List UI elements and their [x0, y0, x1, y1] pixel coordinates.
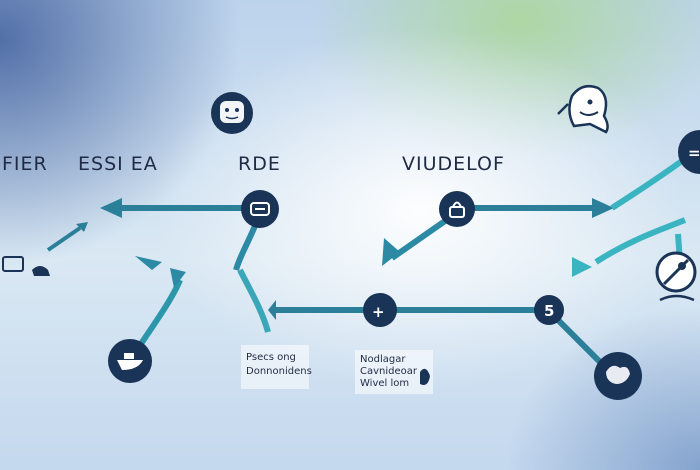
map-node[interactable]	[594, 352, 642, 400]
tool-node[interactable]	[655, 251, 697, 302]
arrow-top-right	[462, 198, 614, 218]
caption-left-line1: Psecs ong	[246, 352, 296, 363]
label-essi-ea: ESSI EA	[78, 153, 158, 175]
plus-label: +	[372, 303, 385, 321]
label-viudelof: VIUDELOF	[402, 153, 505, 175]
branch-middle	[382, 211, 457, 266]
plus-node[interactable]: +	[363, 293, 397, 327]
equals-node[interactable]: =	[678, 130, 700, 174]
caption-right-line3: Wivel lom	[360, 378, 409, 389]
caption-right-line1: Nodlagar	[360, 354, 406, 365]
equals-label: =	[688, 144, 700, 162]
label-rde: RDE	[238, 153, 281, 175]
arrow-top-left	[100, 198, 256, 218]
small-device-icon	[2, 256, 50, 276]
face-node[interactable]	[211, 92, 253, 134]
lock-node[interactable]	[439, 191, 475, 227]
number-node[interactable]: 5	[534, 295, 564, 325]
caption-right: Nodlagar Cavnideoar Wivel lom	[355, 350, 433, 394]
main-line	[135, 256, 592, 277]
lower-line	[268, 300, 545, 320]
number-label: 5	[544, 302, 554, 320]
small-connector-left	[46, 222, 88, 252]
caption-left: Psecs ong Donnonidens	[241, 345, 312, 389]
gear-node[interactable]	[241, 190, 279, 228]
label-fier: FIER	[2, 153, 48, 175]
mascot-icon	[557, 85, 609, 134]
caption-right-line2: Cavnideoar	[360, 366, 418, 377]
boat-node[interactable]	[108, 339, 152, 383]
caption-left-line2: Donnonidens	[246, 366, 312, 377]
branch-left	[127, 214, 271, 362]
